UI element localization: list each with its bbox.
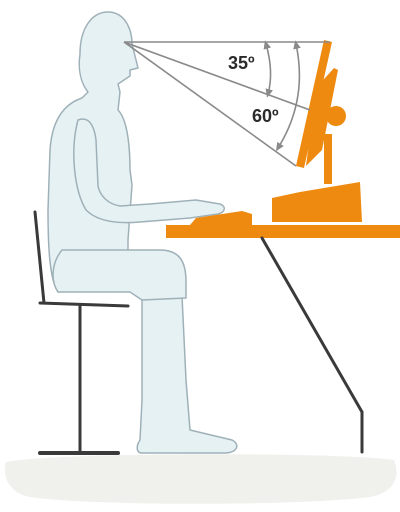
monitor [272, 40, 362, 222]
angle-label-60: 60º [252, 106, 279, 126]
person-thigh [53, 250, 186, 300]
angle-arc-35 [266, 44, 271, 94]
sightline-35deg [124, 42, 310, 110]
desk-top [166, 225, 400, 238]
chair-seat [40, 303, 128, 306]
person-lower-leg [137, 296, 237, 453]
floor [5, 454, 397, 504]
angle-arc-60 [278, 44, 299, 148]
chair-backrest [35, 212, 44, 303]
desk-leg-diagonal [262, 238, 362, 412]
angle-label-35: 35º [228, 53, 255, 73]
monitor-neck [324, 134, 332, 184]
desk [166, 225, 400, 452]
monitor-base [272, 182, 362, 222]
